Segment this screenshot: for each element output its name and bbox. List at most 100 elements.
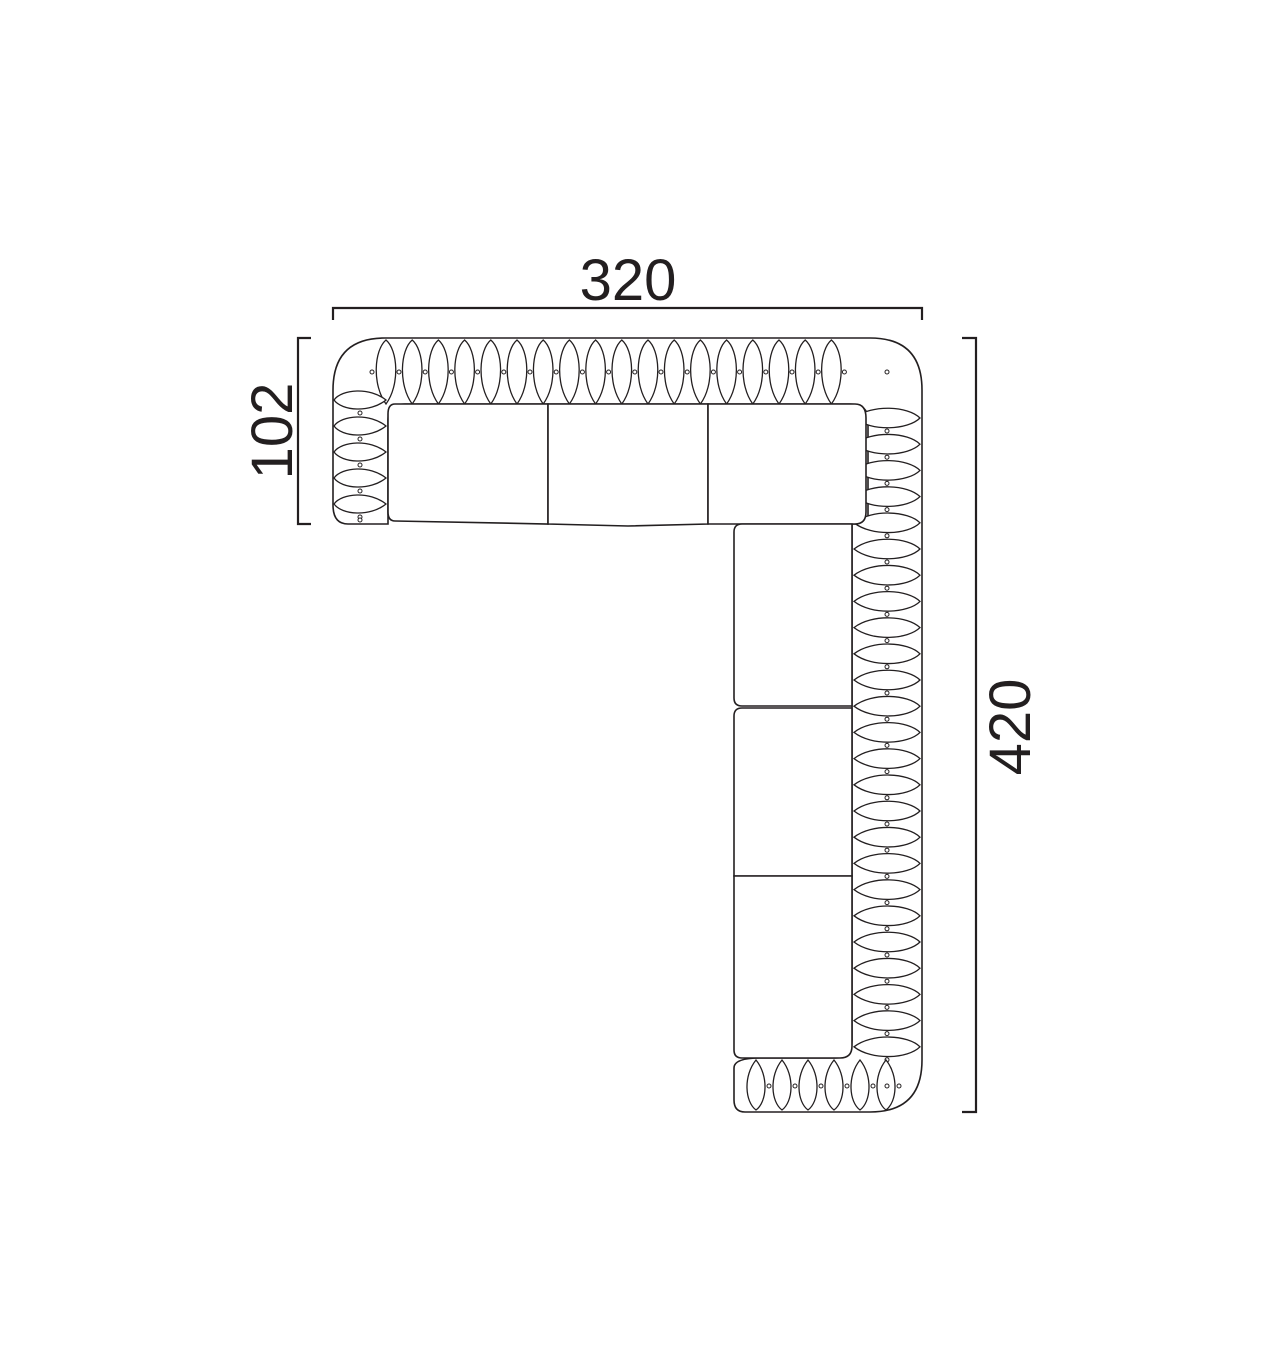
tuft-button [357,410,363,416]
tuft-button [884,559,890,565]
tuft-pleat [768,339,790,406]
tuft-button [357,488,363,494]
tuft-button [884,900,890,906]
tuft-button [884,585,890,591]
tuft-button [884,1031,890,1037]
tuft-button [884,742,890,748]
tuft-button [884,533,890,539]
tuft-button [884,952,890,958]
tuft-button [789,369,795,375]
tuft-button [884,690,890,696]
tuft-pleat [852,669,921,691]
seat-cushion-left [387,403,549,525]
tuft-button [579,369,585,375]
tuft-button [884,611,890,617]
tuft-button [422,369,428,375]
tuft-pleat [852,538,921,560]
tuft-button [884,978,890,984]
tuft-pleat [746,1058,766,1111]
tuft-pleat [852,853,921,874]
tuft-button [884,480,890,486]
tuft-pleat [333,390,388,410]
tuft-pleat [333,468,388,488]
tuft-pleat [850,1058,870,1111]
seat-cushion-corner [733,523,853,707]
tuft-pleat [333,494,388,514]
tuft-pleat [852,486,921,507]
tuft-pleat [852,407,921,429]
tuft-button [357,517,363,523]
tuft-button [884,1004,890,1010]
tuft-pleat [852,774,921,796]
tuft-button [815,369,821,375]
tuft-button [396,369,402,375]
tuft-pleat [852,800,921,822]
tuft-pleat [852,460,921,481]
seat-cushion-lower-2 [733,875,853,1059]
tuft-pleat [794,339,816,406]
seat-cushion-middle [547,403,709,527]
width-dimension-line [331,306,924,320]
tuft-button [818,1083,824,1089]
tuft-pleat [852,931,921,953]
tuft-pleat [454,339,475,406]
tuft-pleat [852,564,921,586]
tuft-pleat [852,433,921,455]
length-dimension-line [962,336,978,1114]
tuft-pleat [559,339,580,406]
tuft-pleat [852,879,921,900]
tuft-pleat [852,643,921,665]
tuft-button [884,664,890,670]
tuft-button [501,369,507,375]
tuft-button [884,454,890,460]
length-dimension: 420 [962,336,1043,1114]
seat-cushion-right [707,403,867,525]
tuft-button [884,847,890,853]
tuft-pleat [852,722,921,743]
tuft-button [884,821,890,827]
tuft-button [357,462,363,468]
tuft-pleat [585,339,606,406]
tuft-button [448,369,454,375]
tuft-button [357,436,363,442]
tuft-button [884,873,890,879]
tuft-pleat [852,591,921,612]
tuft-button [684,369,690,375]
tuft-button [763,369,769,375]
tuft-pleat [637,339,659,406]
tuft-pleat [772,1058,792,1111]
tufting [333,339,921,1111]
tuft-button [766,1083,772,1089]
depth-dimension-line [296,336,311,526]
tuft-pleat [852,695,921,717]
sofa [332,337,923,1113]
tuft-button [658,369,664,375]
tuft-button [606,369,612,375]
tuft-pleat [333,442,388,462]
tuft-button [884,769,890,775]
tuft-button [841,369,847,375]
tuft-button [710,369,716,375]
tuft-button [896,1083,902,1089]
tuft-button [884,795,890,801]
width-label: 320 [580,248,677,313]
tuft-pleat [506,339,528,406]
length-label: 420 [978,679,1043,776]
tuft-pleat [852,984,921,1005]
tuft-button [870,1083,876,1089]
tuft-pleat [852,826,921,848]
tuft-pleat [716,339,737,406]
tuft-button [884,507,890,513]
tuft-pleat [480,339,502,406]
tuft-pleat [798,1058,818,1111]
tuft-pleat [532,339,554,406]
tuft-pleat [852,1010,921,1031]
tuft-pleat [824,1058,844,1111]
tuft-button [527,369,533,375]
tuft-pleat [852,512,921,534]
tuft-pleat [821,339,842,406]
tuft-pleat [742,339,764,406]
tuft-button [369,369,375,375]
depth-label: 102 [240,383,305,480]
